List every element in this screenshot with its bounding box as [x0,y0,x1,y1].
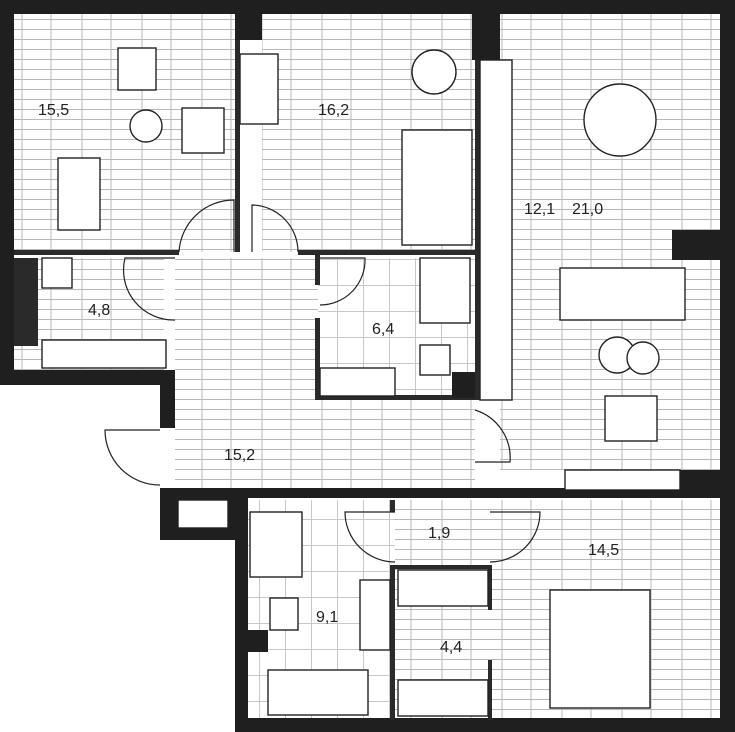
room-area-label: 1,9 [428,525,450,542]
room-area-label: 14,5 [588,542,619,559]
room-area-label: 16,2 [318,102,349,119]
room-area-label: 9,1 [316,609,338,626]
furniture [41,47,686,717]
room-area-label: 21,0 [572,201,603,218]
room-area-label: 12,1 [524,201,555,218]
doors [104,199,541,563]
room-area-label: 15,5 [38,102,69,119]
room-area-label: 4,4 [440,639,462,656]
room-labels: 15,5 16,2 12,1 21,0 4,8 6,4 15,2 1,9 14,… [38,102,619,656]
room-area-label: 15,2 [224,447,255,464]
room-area-label: 6,4 [372,321,394,338]
room-area-label: 4,8 [88,302,110,319]
